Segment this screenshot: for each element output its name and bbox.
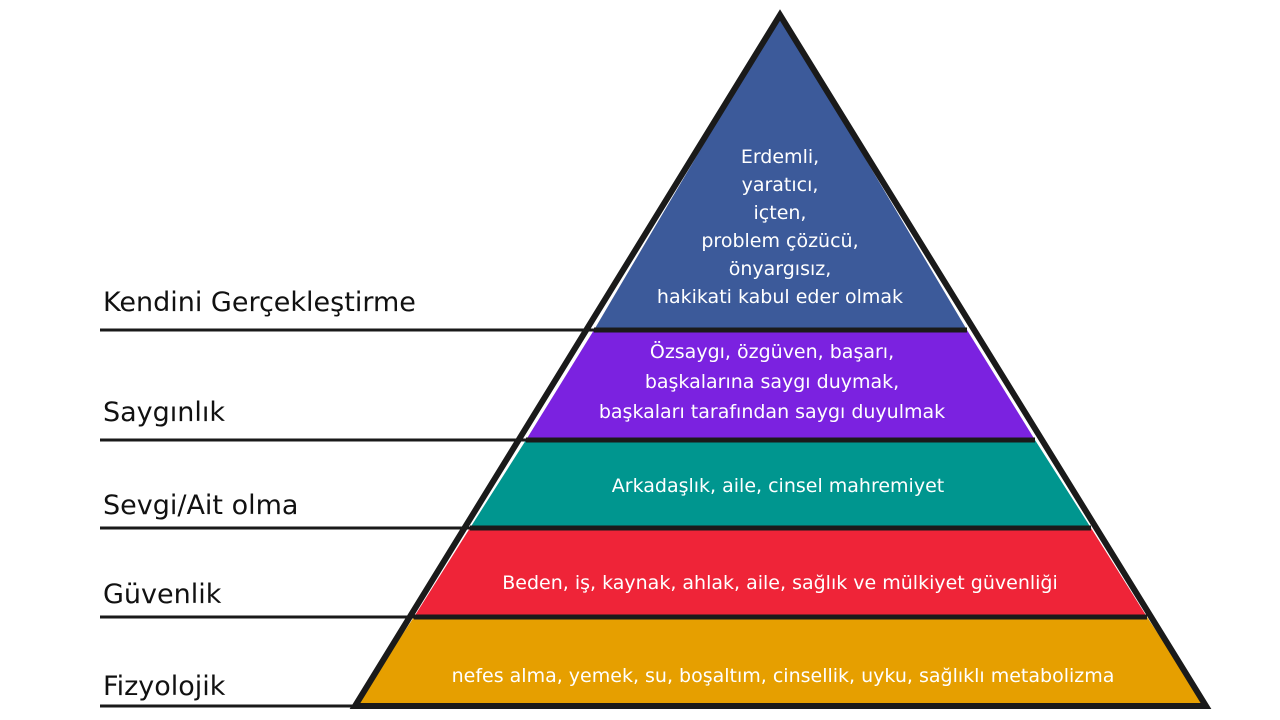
level-label-esteem: Saygınlık — [103, 397, 225, 428]
svg-text:hakikati kabul eder olmak: hakikati kabul eder olmak — [657, 286, 903, 308]
tier-esteem — [526, 330, 1035, 440]
level-label-love-belonging: Sevgi/Ait olma — [103, 490, 298, 521]
pyramid-outline — [349, 9, 1212, 709]
tier-text-esteem: Özsaygı, özgüven, başarı, başkalarına sa… — [599, 340, 945, 423]
tier-text-safety: Beden, iş, kaynak, ahlak, aile, sağlık v… — [502, 572, 1058, 594]
level-label-safety: Güvenlik — [103, 579, 222, 610]
level-label-physiological: Fizyolojik — [103, 671, 226, 702]
level-label-self-actualization: Kendini Gerçekleştirme — [103, 287, 416, 318]
svg-text:önyargısız,: önyargısız, — [729, 258, 832, 280]
tier-physiological — [355, 617, 1206, 706]
tier-text-physiological: nefes alma, yemek, su, boşaltım, cinsell… — [452, 665, 1115, 687]
svg-text:problem çözücü,: problem çözücü, — [701, 230, 858, 252]
svg-text:Arkadaşlık, aile, cinsel mahre: Arkadaşlık, aile, cinsel mahremiyet — [612, 475, 944, 497]
tier-text-love-belonging: Arkadaşlık, aile, cinsel mahremiyet — [612, 475, 944, 497]
svg-text:Beden, iş, kaynak, ahlak, aile: Beden, iş, kaynak, ahlak, aile, sağlık v… — [502, 572, 1058, 594]
tier-self-actualization — [594, 15, 967, 330]
tier-safety — [414, 528, 1147, 617]
svg-text:başkaları tarafından saygı duy: başkaları tarafından saygı duyulmak — [599, 401, 945, 423]
svg-text:içten,: içten, — [754, 202, 807, 224]
svg-text:yaratıcı,: yaratıcı, — [742, 174, 819, 196]
svg-text:nefes alma, yemek, su, boşaltı: nefes alma, yemek, su, boşaltım, cinsell… — [452, 665, 1115, 687]
svg-text:Erdemli,: Erdemli, — [741, 146, 819, 168]
svg-text:başkalarına saygı duymak,: başkalarına saygı duymak, — [645, 371, 899, 393]
tier-love-belonging — [470, 440, 1091, 528]
tier-text-self-actualization: Erdemli, yaratıcı, içten, problem çözücü… — [657, 146, 903, 308]
svg-text:Özsaygı, özgüven, başarı,: Özsaygı, özgüven, başarı, — [650, 340, 894, 363]
